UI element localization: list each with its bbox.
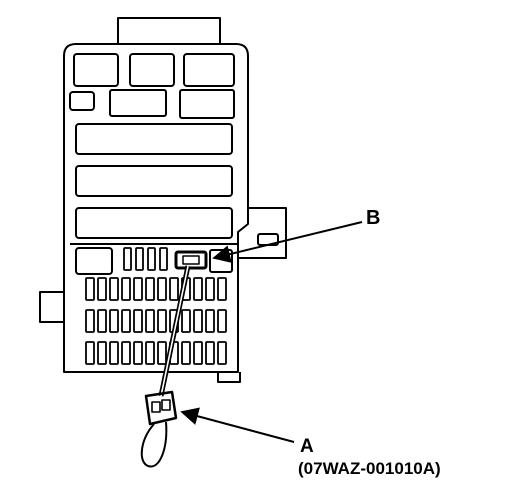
fuse-row-1: [123, 247, 168, 271]
mini-socket: [69, 91, 95, 111]
right-connector-housing: [238, 207, 287, 259]
fuse-row-4: [85, 341, 227, 365]
large-slot-1: [75, 123, 233, 155]
connector-socket-b: [174, 250, 208, 270]
tool-connector-a-terminal: [151, 401, 161, 413]
left-mount-clip: [39, 291, 64, 323]
callout-b-label: B: [366, 207, 380, 229]
leader-line-b: [212, 221, 363, 263]
side-socket-right: [209, 249, 233, 273]
callout-a-part-number: (07WAZ-001010A): [298, 459, 441, 478]
tool-connector-a-body: [144, 390, 178, 426]
tool-connector-a-terminal: [161, 399, 171, 411]
relay-socket-4: [109, 89, 167, 117]
tool-wire-loop: [140, 421, 168, 468]
callout-a-label: A: [300, 436, 314, 457]
large-slot-3: [75, 207, 233, 239]
top-tab: [117, 17, 221, 44]
leader-line-a: [180, 407, 295, 443]
relay-socket-1: [73, 53, 119, 87]
fuse-box-body: [63, 43, 249, 373]
connector-cable-core: [160, 265, 189, 397]
side-socket-left: [75, 247, 113, 275]
relay-socket-5: [179, 89, 235, 119]
large-slot-2: [75, 165, 233, 197]
connector-socket-b-inner: [182, 255, 200, 265]
relay-socket-3: [183, 53, 235, 87]
fuse-row-3: [85, 309, 227, 333]
fuse-row-2: [85, 277, 227, 301]
relay-socket-2: [129, 53, 175, 87]
bottom-tab: [217, 372, 241, 383]
